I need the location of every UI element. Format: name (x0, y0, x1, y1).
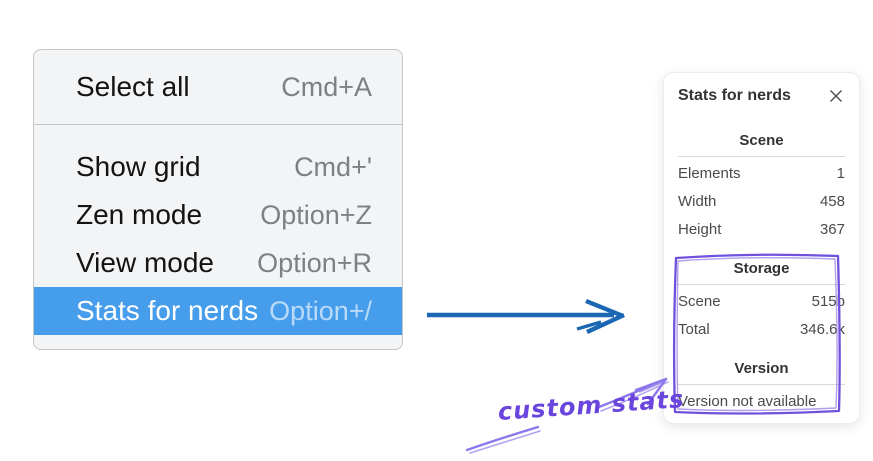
stat-row-width: Width 458 (678, 188, 845, 216)
menu-item-label: Zen mode (76, 199, 203, 230)
section-header-storage: Storage (733, 260, 790, 277)
stat-row-height: Height 367 (678, 216, 845, 244)
stat-value: 367 (819, 221, 845, 238)
section-divider (678, 284, 845, 285)
stat-row-scene-storage: Scene 515b (678, 288, 845, 316)
section-divider (678, 156, 845, 157)
stat-value: 458 (819, 193, 845, 210)
stat-label: Height (678, 221, 722, 238)
stat-label: Width (678, 193, 717, 210)
menu-item-shortcut: Cmd+' (294, 151, 372, 182)
menu-item-label: Stats for nerds (76, 295, 259, 326)
menu-divider (34, 124, 402, 125)
menu-item-select-all[interactable]: Select all Cmd+A (34, 63, 402, 111)
menu-section-top: Select all Cmd+A (34, 50, 402, 124)
menu-item-stats-for-nerds[interactable]: Stats for nerds Option+/ (34, 287, 402, 335)
stat-label: Elements (678, 165, 741, 182)
menu-item-shortcut: Cmd+A (281, 71, 372, 102)
context-menu: Select all Cmd+A Show grid Cmd+' Zen mod… (33, 49, 403, 350)
menu-item-shortcut: Option+Z (260, 199, 372, 230)
stat-label: Total (678, 321, 710, 338)
stats-panel-title: Stats for nerds (678, 87, 791, 104)
menu-item-zen-mode[interactable]: Zen mode Option+Z (34, 191, 402, 239)
menu-item-label: Select all (76, 71, 190, 102)
stat-value: 346.6k (799, 321, 845, 338)
stats-panel-header: Stats for nerds (678, 86, 845, 106)
section-header-scene: Scene (739, 132, 784, 149)
stat-value: 1 (836, 165, 845, 182)
stat-label: Scene (678, 293, 721, 310)
version-note: Version not available (678, 393, 817, 410)
menu-section-main: Show grid Cmd+' Zen mode Option+Z View m… (34, 125, 402, 345)
close-button[interactable] (827, 87, 845, 105)
section-header-version: Version (734, 360, 789, 377)
stat-value: 515b (811, 293, 845, 310)
menu-item-show-grid[interactable]: Show grid Cmd+' (34, 143, 402, 191)
section-divider (678, 384, 845, 385)
menu-item-label: View mode (76, 247, 215, 278)
close-icon (830, 90, 842, 102)
menu-item-view-mode[interactable]: View mode Option+R (34, 239, 402, 287)
annotation-custom-stats: custom stats (497, 385, 686, 426)
menu-item-shortcut: Option+/ (269, 295, 372, 326)
stat-row-total-storage: Total 346.6k (678, 316, 845, 344)
menu-item-shortcut: Option+R (257, 247, 372, 278)
menu-item-label: Show grid (76, 151, 201, 182)
menu-to-panel-arrow-icon (427, 298, 625, 334)
stat-row-elements: Elements 1 (678, 160, 845, 188)
stats-panel: Stats for nerds Scene Elements 1 Width 4… (663, 72, 860, 424)
